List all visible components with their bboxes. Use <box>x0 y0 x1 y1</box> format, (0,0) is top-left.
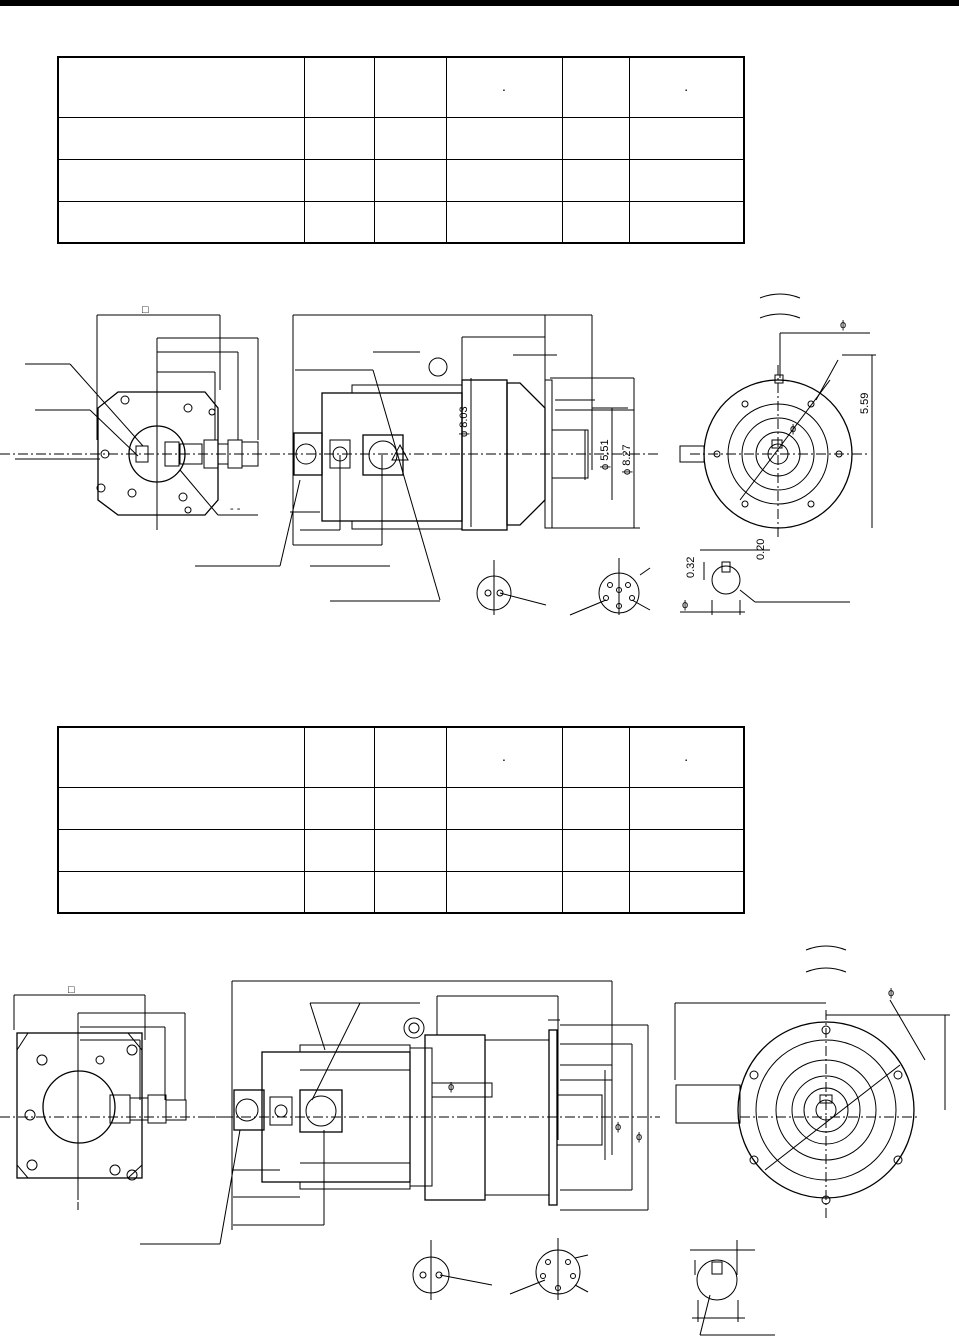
table-cell <box>57 56 305 118</box>
detail-views-lower <box>412 1238 775 1336</box>
cell-dot: . <box>684 747 689 764</box>
table-cell <box>628 828 745 872</box>
table-cell: . <box>628 726 745 788</box>
table-cell <box>57 200 305 244</box>
end-view-left: □ - - <box>0 304 275 530</box>
table-row <box>57 828 745 872</box>
table-cell <box>628 200 745 244</box>
table-cell <box>373 158 447 202</box>
table-row <box>57 870 745 914</box>
cell-dot: . <box>684 77 689 94</box>
table-cell <box>628 786 745 830</box>
table-cell <box>445 200 563 244</box>
square-symbol: □ <box>68 984 75 996</box>
table-cell: . <box>445 56 563 118</box>
table-row <box>57 158 745 202</box>
dim-559: 5.59 <box>859 393 871 414</box>
side-view-2: ϕ ϕ ϕ <box>140 980 660 1245</box>
dim-551: ϕ 5.51 <box>599 439 611 470</box>
detail-views-upper: 0.32 0.20 ϕ <box>476 539 850 616</box>
cell-dot: . <box>502 77 506 94</box>
table-cell <box>373 828 447 872</box>
table-cell <box>561 726 630 788</box>
table-cell <box>561 870 630 914</box>
table-header-row: . . <box>57 726 745 788</box>
table-cell: . <box>445 726 563 788</box>
table-cell <box>303 726 375 788</box>
dim-032: 0.32 <box>685 557 697 578</box>
front-view-right: 5.59 ϕ ϕ <box>679 293 876 540</box>
table-header-row: . . <box>57 56 745 118</box>
table-cell <box>445 870 563 914</box>
phi-label: ϕ <box>636 1131 642 1143</box>
table-row <box>57 200 745 244</box>
page-header-bar <box>0 0 959 6</box>
table-cell <box>628 870 745 914</box>
table-cell <box>561 116 630 160</box>
table-cell <box>57 786 305 830</box>
phi-label: ϕ <box>448 1081 454 1093</box>
square-symbol: □ <box>142 304 149 316</box>
table-cell <box>57 158 305 202</box>
front-view-right-2: ϕ <box>674 945 950 1220</box>
phi-label: ϕ <box>790 423 796 435</box>
table-cell <box>303 200 375 244</box>
table-cell <box>303 870 375 914</box>
spec-table-top: . . <box>57 56 745 244</box>
dim-label: - - <box>230 503 241 515</box>
table-cell <box>373 870 447 914</box>
table-cell <box>373 200 447 244</box>
dim-827: ϕ 8.27 <box>621 444 633 475</box>
phi-label: ϕ <box>682 599 688 611</box>
table-cell <box>628 116 745 160</box>
phi-label: ϕ <box>888 987 894 999</box>
table-cell <box>57 828 305 872</box>
phi-label: ϕ <box>840 319 846 331</box>
dim-020: 0.20 <box>755 539 767 560</box>
end-view-left-2: □ <box>0 984 230 1210</box>
spec-table-bottom: . . <box>57 726 745 914</box>
table-cell <box>303 56 375 118</box>
side-view: ϕ 8.03 ϕ 5.51 ϕ 8.27 <box>195 314 660 602</box>
dim-803: ϕ 8.03 <box>458 406 470 437</box>
table-cell <box>561 828 630 872</box>
cell-dot: . <box>502 747 506 764</box>
table-row <box>57 786 745 830</box>
table-cell <box>57 870 305 914</box>
phi-label: ϕ <box>615 1121 621 1133</box>
